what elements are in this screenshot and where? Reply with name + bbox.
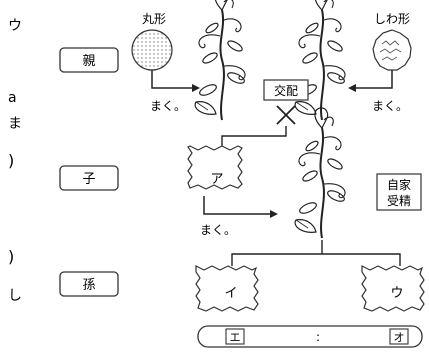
parent-plant-right	[294, 0, 347, 121]
grandchild-connector	[231, 240, 401, 266]
blank-a-box	[187, 145, 243, 190]
cross-label: 交配	[274, 83, 298, 98]
sow-label-left: まく。	[150, 99, 186, 113]
ratio-capsule	[197, 325, 423, 348]
generation-label-grandchild: 孫	[82, 278, 95, 293]
wrinkle-pattern	[379, 40, 402, 61]
cross-box	[263, 79, 309, 101]
sow-label-child: まく。	[200, 223, 236, 237]
blank-u-box	[361, 265, 425, 312]
generation-box-parent	[59, 47, 119, 73]
side-fragment: ま	[8, 116, 22, 132]
side-fragment: a	[8, 90, 17, 106]
arrow-head-icon	[192, 84, 200, 92]
cross-connector	[221, 126, 287, 146]
round-seed-icon	[131, 29, 173, 71]
blank-u-label: ウ	[390, 286, 403, 301]
self-pollination-label-line2: 受精	[387, 194, 411, 208]
cross-mark-icon	[276, 105, 296, 125]
side-fragment: )	[8, 151, 14, 170]
generation-box-child	[59, 165, 119, 191]
arrow-head-icon	[270, 210, 278, 218]
side-fragment: )	[8, 247, 14, 266]
side-fragments: ウ a ま ) ) し	[8, 18, 22, 304]
ratio-label-left: エ	[230, 331, 241, 344]
parent-plant-left	[194, 0, 247, 121]
blank-i-label: イ	[224, 286, 237, 301]
self-pollination-box	[376, 173, 422, 211]
round-seed-label: 丸形	[142, 12, 166, 26]
wrinkled-seed-icon	[372, 29, 412, 71]
arrow-head-icon	[348, 84, 356, 92]
generation-box-grandchild	[59, 271, 119, 297]
generation-labels: 親 子 孫	[59, 47, 119, 297]
generation-label-parent: 親	[82, 54, 95, 69]
ratio-box-right	[389, 328, 409, 345]
blank-i-box	[195, 265, 259, 312]
ratio-box-left	[225, 328, 245, 345]
generation-label-child: 子	[82, 172, 95, 187]
blank-a-label: ア	[210, 172, 223, 187]
self-pollination-label-line1: 自家	[387, 177, 411, 192]
sow-arrow-child	[203, 196, 270, 215]
sow-arrow-left	[151, 70, 192, 89]
child-plant	[294, 106, 347, 239]
side-fragment: ウ	[8, 18, 22, 34]
ratio-label-right: オ	[394, 331, 405, 344]
side-fragment: し	[8, 288, 22, 304]
sow-arrow-right	[356, 70, 393, 89]
wrinkled-seed-label: しわ形	[374, 12, 410, 26]
sow-label-right: まく。	[372, 99, 408, 113]
ratio-separator: :	[316, 330, 320, 344]
